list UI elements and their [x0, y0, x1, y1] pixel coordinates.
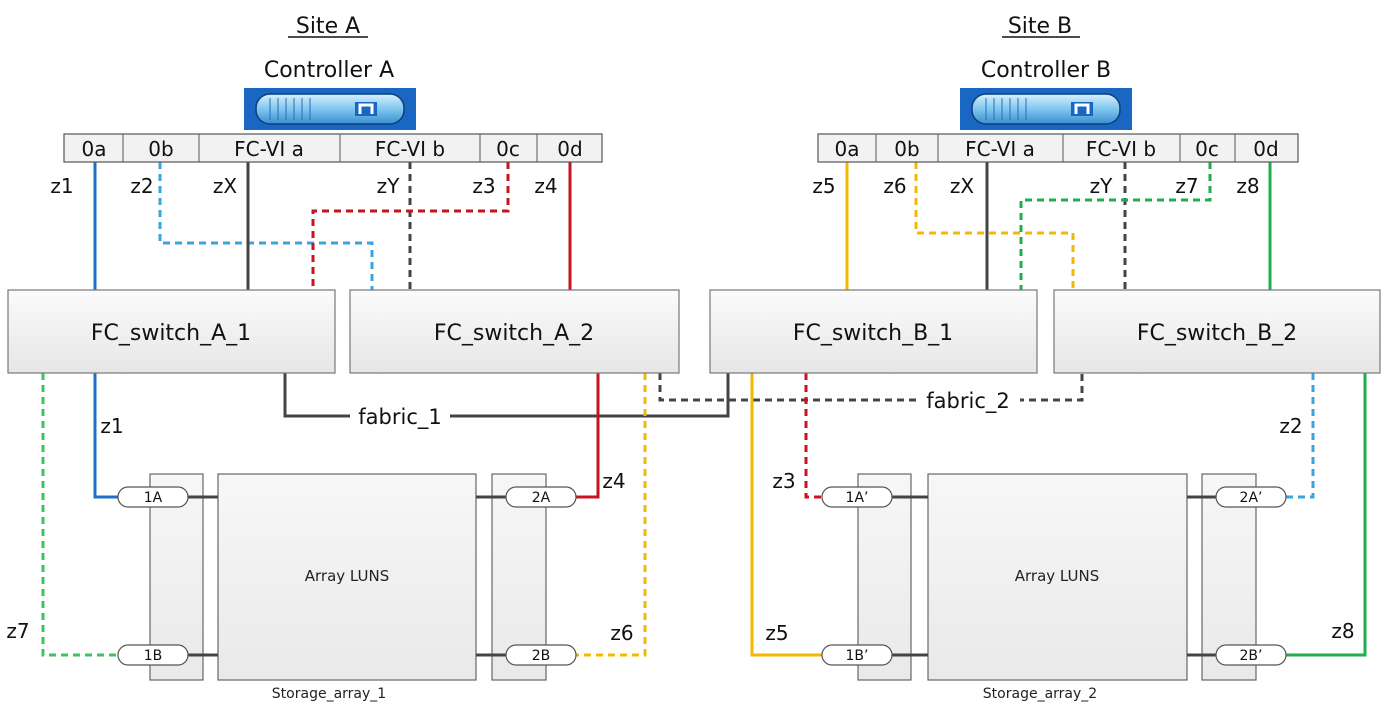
fc-switch-b-2[interactable]: FC_switch_B_2: [1053, 289, 1381, 374]
port-0b[interactable]: 0b: [148, 137, 173, 161]
cable-z7-array1: [41, 373, 118, 657]
port-0a[interactable]: 0a: [835, 137, 860, 161]
cable-z5-array2: [750, 373, 822, 657]
zone-label: z3: [472, 174, 495, 198]
zone-label: z1: [100, 414, 123, 438]
cable-z2-a: [158, 162, 374, 290]
fc-switch-a-1[interactable]: FC_switch_A_1: [7, 289, 336, 374]
cables: [41, 162, 1367, 657]
array-port-2b-prime[interactable]: 2B’: [1215, 644, 1287, 666]
zone-label: z5: [765, 621, 788, 645]
zone-label: z6: [610, 621, 633, 645]
controller-a-title: Controller A: [264, 58, 394, 83]
array-port-1a-prime[interactable]: 1A’: [821, 486, 893, 508]
array-port-1b-prime[interactable]: 1B’: [821, 644, 893, 666]
fabric-2-link: [658, 373, 1084, 402]
zone-label: zX: [950, 174, 974, 198]
fc-switch-b-1[interactable]: FC_switch_B_1: [709, 289, 1038, 374]
port-0d[interactable]: 0d: [1253, 137, 1278, 161]
zone-label: z6: [883, 174, 906, 198]
fabric-1-label: fabric_1: [358, 405, 441, 430]
cable-z2-array2: [1286, 373, 1315, 499]
storage-array-1-name: Storage_array_1: [272, 686, 386, 702]
controller-b-ports: 0a 0b FC-VI a FC-VI b 0c 0d: [817, 133, 1299, 163]
netapp-logo-icon: [1071, 102, 1093, 116]
zone-label: z7: [6, 619, 29, 643]
cable-z1-array1: [93, 373, 118, 499]
controller-icon: [244, 88, 416, 130]
storage-array-2: Array LUNS Storage_array_2 1A’ 1B’ 2A’ 2…: [821, 473, 1287, 702]
fc-switch-b-2-label: FC_switch_B_2: [1137, 321, 1297, 346]
zone-label: z8: [1331, 619, 1354, 643]
array-port-label: 2A’: [1240, 490, 1263, 506]
site-b: Site B Controller B 0a: [709, 14, 1381, 702]
site-b-title: Site B: [1008, 14, 1072, 39]
fabric-1-link: [283, 373, 730, 418]
port-fc-vi-a[interactable]: FC-VI a: [965, 137, 1035, 161]
fabric-2-label: fabric_2: [926, 389, 1009, 414]
fc-switch-a-1-label: FC_switch_A_1: [91, 321, 251, 346]
port-0c[interactable]: 0c: [1195, 137, 1219, 161]
array-port-label: 1A: [144, 490, 163, 506]
cable-z3-a: [311, 162, 510, 290]
array-port-label: 1B: [144, 648, 163, 664]
cable-z6-b: [914, 162, 1075, 290]
netapp-logo-icon: [355, 102, 377, 116]
zone-label: zX: [213, 174, 237, 198]
port-fc-vi-a[interactable]: FC-VI a: [234, 137, 304, 161]
zone-label: z4: [534, 174, 557, 198]
fc-switch-b-1-label: FC_switch_B_1: [793, 321, 953, 346]
cable-z8-array2: [1286, 373, 1367, 657]
array-port-2b[interactable]: 2B: [505, 644, 577, 666]
array-luns-label: Array LUNS: [1015, 567, 1100, 585]
storage-array-2-name: Storage_array_2: [983, 686, 1097, 702]
zone-label: zY: [1090, 174, 1113, 198]
array-port-2a-prime[interactable]: 2A’: [1215, 486, 1287, 508]
array-luns-label: Array LUNS: [305, 567, 390, 585]
zone-label: z1: [50, 174, 73, 198]
site-a-title: Site A: [296, 14, 360, 39]
array-port-1a[interactable]: 1A: [117, 486, 189, 508]
array-port-label: 2B’: [1240, 648, 1263, 664]
fc-switch-a-2[interactable]: FC_switch_A_2: [349, 289, 680, 374]
cable-z6-array1: [576, 373, 647, 657]
controller-a-ports: 0a 0b FC-VI a FC-VI b 0c 0d: [63, 133, 603, 163]
zone-label: z3: [772, 469, 795, 493]
zone-label: z5: [812, 174, 835, 198]
port-0b[interactable]: 0b: [894, 137, 919, 161]
site-a: Site A Controller A 0a: [6, 14, 680, 702]
controller-icon: [960, 88, 1132, 130]
array-port-label: 2A: [532, 490, 551, 506]
cable-z4-array1: [576, 373, 600, 499]
array-port-label: 2B: [532, 648, 551, 664]
array-port-1b[interactable]: 1B: [117, 644, 189, 666]
array-port-2a[interactable]: 2A: [505, 486, 577, 508]
zone-label: z7: [1175, 174, 1198, 198]
fc-switch-a-2-label: FC_switch_A_2: [434, 321, 594, 346]
port-0a[interactable]: 0a: [82, 137, 107, 161]
storage-array-1: Array LUNS Storage_array_1 1A 1B 2A 2B: [117, 473, 577, 702]
array-port-label: 1A’: [846, 490, 869, 506]
zone-label: zY: [377, 174, 400, 198]
zone-label: z2: [130, 174, 153, 198]
cable-z3-array2: [804, 373, 822, 499]
cable-z7-b: [1019, 162, 1212, 290]
port-fc-vi-b[interactable]: FC-VI b: [375, 137, 445, 161]
zone-label: z2: [1279, 414, 1302, 438]
zone-label: z8: [1236, 174, 1259, 198]
array-port-label: 1B’: [846, 648, 869, 664]
fabric-labels: fabric_1 fabric_2: [350, 386, 1020, 430]
port-fc-vi-b[interactable]: FC-VI b: [1086, 137, 1156, 161]
port-0d[interactable]: 0d: [557, 137, 582, 161]
port-0c[interactable]: 0c: [496, 137, 520, 161]
controller-b-title: Controller B: [981, 58, 1111, 83]
zone-label: z4: [602, 469, 625, 493]
